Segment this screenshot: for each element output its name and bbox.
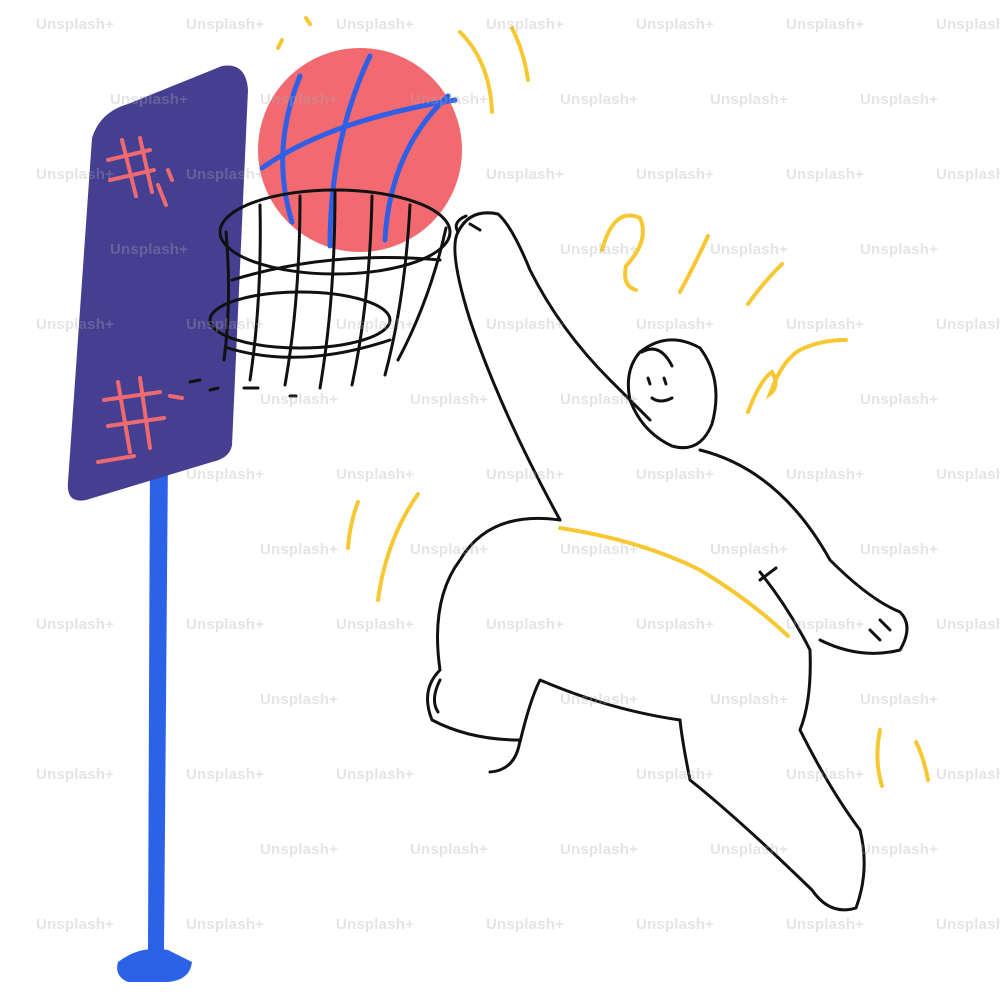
basketball-icon bbox=[258, 48, 462, 252]
hoop-net-icon bbox=[188, 188, 452, 398]
motion-lines-icon bbox=[276, 16, 930, 788]
player-figure-icon bbox=[426, 211, 909, 912]
backboard-icon bbox=[67, 65, 249, 501]
pole-icon bbox=[117, 455, 192, 982]
